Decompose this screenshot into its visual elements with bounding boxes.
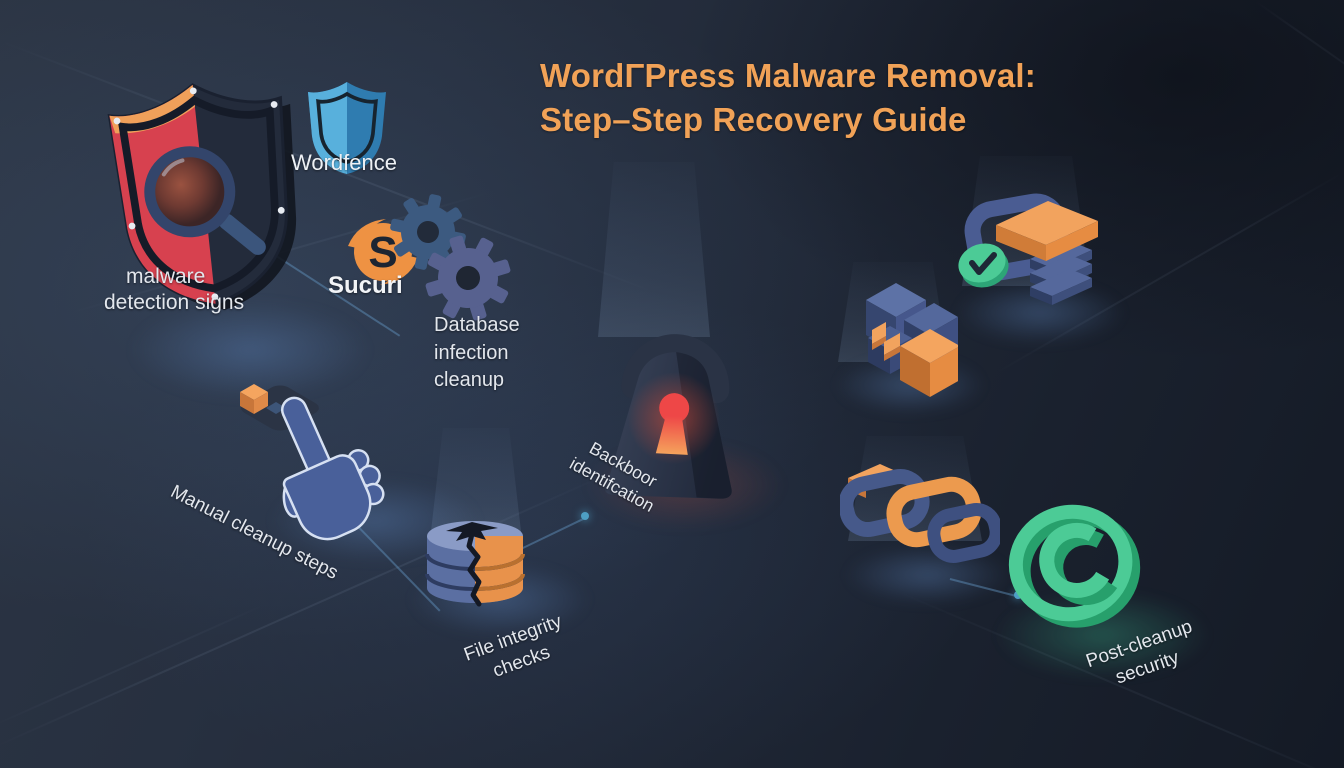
- padlock-art: [605, 334, 732, 499]
- label-malware-line2: detection signs: [104, 291, 245, 315]
- hand-press-art: [240, 384, 385, 541]
- page-title: WordΓPress Malware Removal: Step–Step Re…: [540, 54, 1036, 142]
- label-malware-detection: malware detection signs: [104, 264, 304, 317]
- shield-with-magnifier-icon: [80, 57, 335, 330]
- label-database-line3: cleanup: [434, 369, 505, 392]
- shield-with-magnifier-art: [107, 83, 297, 310]
- hand-press-button-icon: [228, 362, 408, 562]
- wordfence-shield-icon: [300, 72, 395, 182]
- c-ring-art: [1008, 504, 1141, 628]
- chain-check-art: [958, 193, 1098, 305]
- ground-glow: [130, 300, 370, 400]
- chain-with-checkmark-icon: [952, 185, 1112, 315]
- label-database-cleanup: Database infection cleanup: [434, 312, 520, 395]
- sucuri-logo-art: S: [348, 219, 418, 285]
- title-line-2: Step–Step Recovery Guide: [540, 100, 967, 138]
- label-database-line2: infection: [434, 341, 509, 364]
- connector-dot: [581, 512, 589, 520]
- wordfence-shield-art: [308, 82, 386, 174]
- gears-art: [390, 194, 511, 321]
- chain-links-icon: [838, 452, 1003, 577]
- chain-links-art: [838, 464, 1003, 563]
- light-beam: [598, 162, 710, 337]
- title-line-1: WordΓPress Malware Removal:: [540, 57, 1036, 94]
- cubes-art: [866, 283, 960, 397]
- padlock-backdoor-icon: [577, 283, 768, 502]
- gears-icon: [378, 188, 518, 328]
- background-facet-line: [1254, 0, 1344, 100]
- background-facet-line: [0, 604, 265, 728]
- sucuri-monogram: S: [368, 228, 397, 277]
- cracked-database-art: [425, 521, 525, 607]
- label-wordfence: Wordfence: [291, 150, 397, 175]
- cracked-database-icon: [420, 498, 530, 618]
- label-malware-line1: malware: [126, 265, 206, 288]
- isometric-cubes-icon: [828, 280, 960, 400]
- green-c-ring-icon: [1005, 492, 1145, 647]
- label-sucuri: Sucuri: [328, 272, 403, 299]
- label-database-line1: Database: [434, 314, 520, 336]
- sucuri-logo-icon: S: [338, 210, 428, 295]
